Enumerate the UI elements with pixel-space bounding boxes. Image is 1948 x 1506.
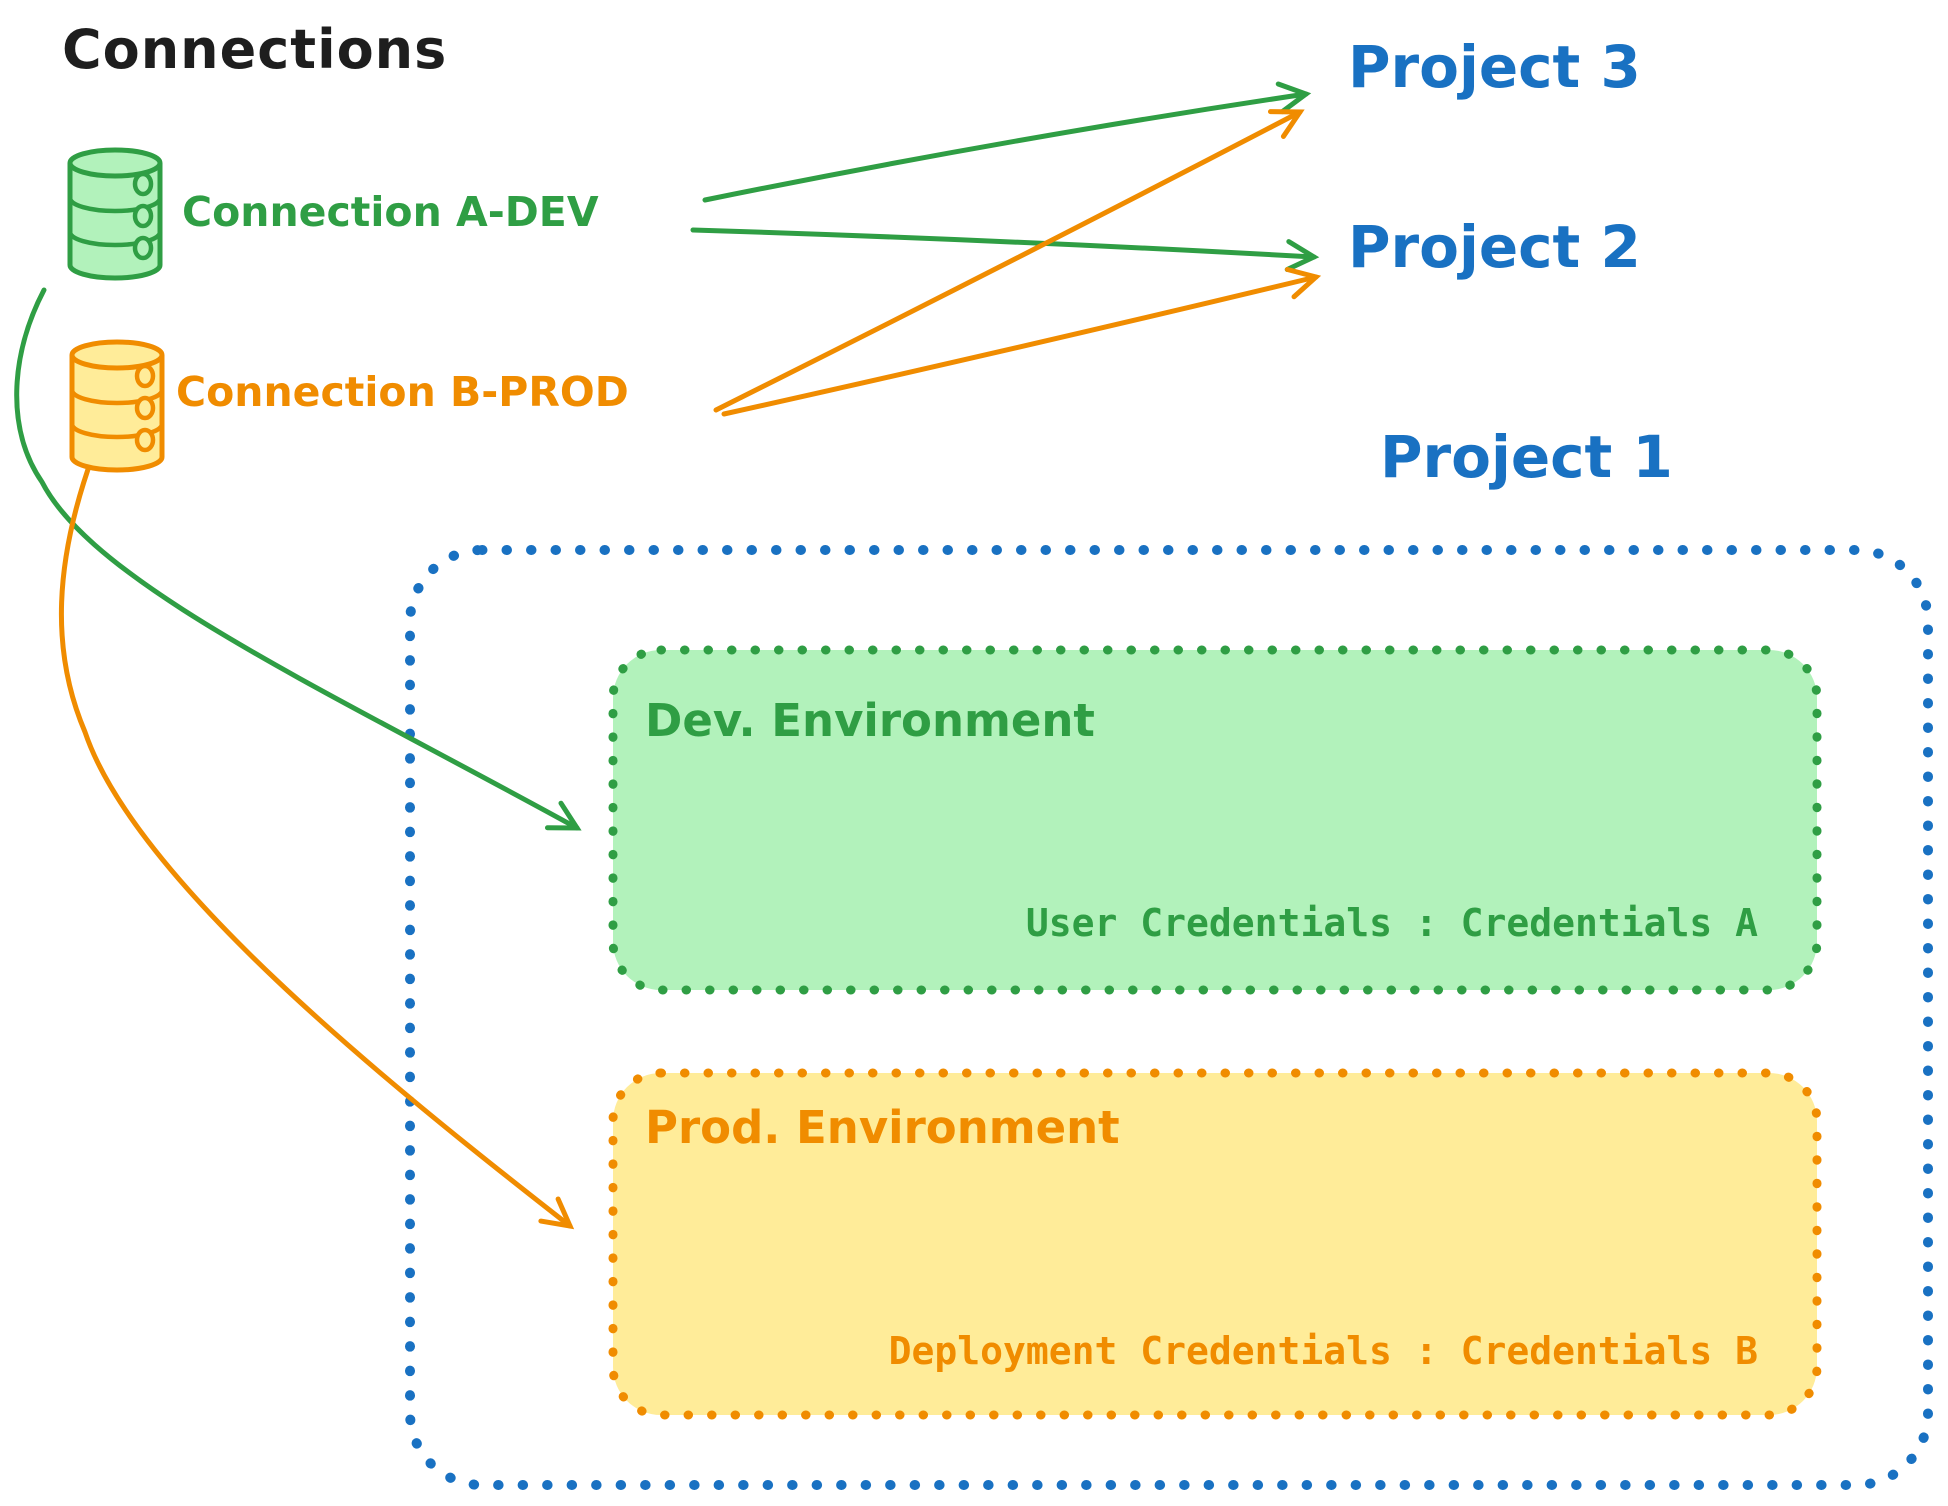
- dev-environment-credentials: User Credentials : Credentials A: [1025, 901, 1758, 945]
- database-icon: [70, 150, 160, 278]
- diagram-title: Connections: [62, 18, 448, 81]
- project-3-label: Project 3: [1348, 33, 1641, 101]
- arrow-bprod-to-project3: [713, 109, 1305, 413]
- project-1-label: Project 1: [1380, 423, 1673, 491]
- arrow-adev-to-project2: [690, 227, 1320, 273]
- arrow-bprod-to-prod-environment: [58, 452, 575, 1230]
- database-icon: [72, 342, 162, 470]
- project-2-label: Project 2: [1348, 213, 1641, 281]
- project1-container-box: [405, 545, 1933, 1490]
- arrow-adev-to-dev-environment: [14, 287, 582, 831]
- connection-a-dev-label: Connection A-DEV: [182, 188, 599, 236]
- arrow-bprod-to-project2: [721, 266, 1322, 417]
- prod-environment-credentials: Deployment Credentials : Credentials B: [888, 1329, 1758, 1373]
- connection-b-prod-label: Connection B-PROD: [176, 368, 629, 416]
- prod-environment-box: [608, 1068, 1822, 1420]
- dev-environment-title: Dev. Environment: [645, 694, 1095, 747]
- prod-environment-title: Prod. Environment: [645, 1101, 1120, 1154]
- arrow-adev-to-project3: [702, 81, 1312, 203]
- dev-environment-box: [608, 645, 1822, 995]
